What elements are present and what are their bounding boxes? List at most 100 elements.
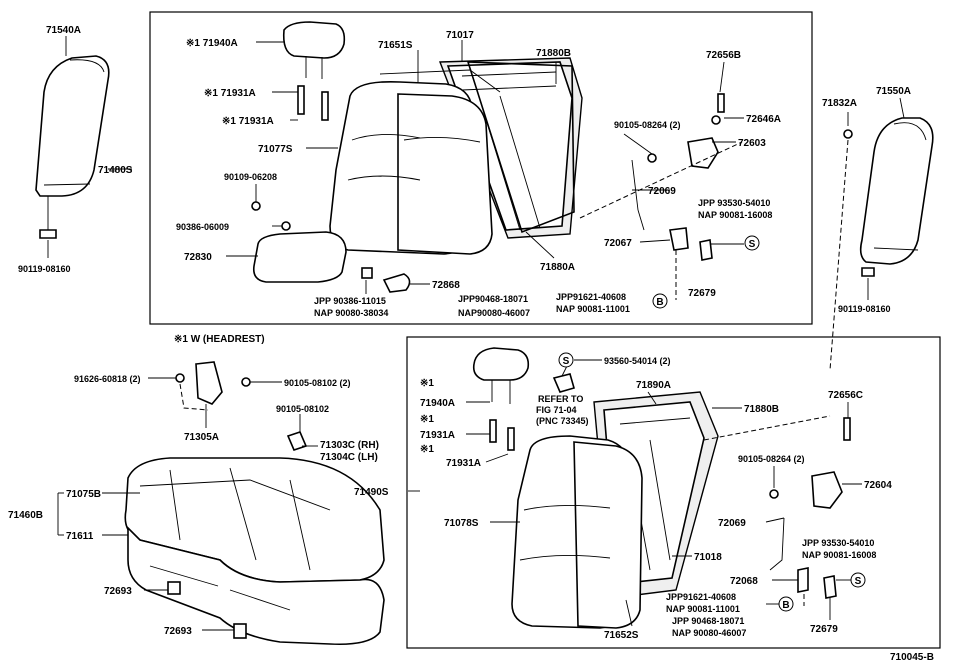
label-90386-06009: 90386-06009 — [176, 222, 229, 232]
label-nap-90080-46007-top: NAP90080-46007 — [458, 308, 530, 318]
upper-assembly-frame — [149, 11, 813, 325]
label-71611: 71611 — [66, 531, 94, 542]
leader-lines — [57, 40, 905, 631]
marker-b-lower: B — [778, 596, 794, 612]
label-headrest-note: ※1 W (HEADREST) — [174, 334, 265, 345]
refer-line-2: FIG 71-04 — [536, 405, 577, 415]
label-72693-a: 72693 — [104, 586, 132, 597]
label-71303C: 71303C (RH) — [320, 440, 379, 451]
label-71017: 71017 — [446, 30, 474, 41]
lock-assembly-72603 — [631, 93, 725, 261]
headrest-upper — [282, 21, 346, 79]
label-71652S: 71652S — [604, 630, 639, 641]
label-nap-90081-16008-top: NAP 90081-16008 — [698, 210, 772, 220]
label-93560: 93560-54014 (2) — [604, 356, 671, 366]
part-labels: 71540A 71480S 90119-08160 ※1 71940A ※1 7… — [8, 25, 934, 663]
label-72646A: 72646A — [746, 114, 781, 125]
label-jpp-90468-top: JPP90468-18071 — [458, 294, 528, 304]
label-71480S: 71480S — [98, 165, 133, 176]
label-x1-c: ※1 — [420, 444, 434, 455]
label-71490S: 71490S — [354, 487, 389, 498]
label-nap-90081-11001-bot: NAP 90081-11001 — [666, 604, 740, 614]
label-x1-a: ※1 — [420, 378, 434, 389]
label-72679-top: 72679 — [688, 288, 716, 299]
label-71304C: 71304C (LH) — [320, 452, 378, 463]
label-72656C: 72656C — [828, 390, 863, 401]
label-71931A-1: ※1 71931A — [204, 88, 256, 99]
label-71880B-bot: 71880B — [744, 404, 779, 415]
label-71540A: 71540A — [46, 25, 81, 36]
label-72830: 72830 — [184, 252, 212, 263]
label-nap-90081-11001-top: NAP 90081-11001 — [556, 304, 630, 314]
marker-s-clip: S — [558, 352, 574, 368]
svg-text:S: S — [855, 576, 862, 587]
label-71880A: 71880A — [540, 262, 575, 273]
label-71940A-top: ※1 71940A — [186, 38, 238, 49]
svg-text:B: B — [782, 600, 789, 611]
guide-upper — [297, 85, 329, 121]
label-90109-06208: 90109-06208 — [224, 172, 277, 182]
svg-text:S: S — [563, 356, 570, 367]
label-71880B-top: 71880B — [536, 48, 571, 59]
label-nap-90080-38034: NAP 90080-38034 — [314, 308, 388, 318]
label-71305A: 71305A — [184, 432, 219, 443]
label-72656B: 72656B — [706, 50, 741, 61]
label-71460B: 71460B — [8, 510, 43, 521]
seatback-lower — [511, 391, 719, 629]
label-x1-b: ※1 — [420, 414, 434, 425]
label-72069-top: 72069 — [648, 186, 676, 197]
label-71018: 71018 — [694, 552, 722, 563]
seatback-upper — [329, 57, 583, 255]
label-71078S: 71078S — [444, 518, 479, 529]
marker-b-upper: B — [652, 293, 668, 309]
label-71890A: 71890A — [636, 380, 671, 391]
label-72693-b: 72693 — [164, 626, 192, 637]
label-90105-08102-2: 90105-08102 (2) — [284, 378, 351, 388]
label-nap-90081-16008-bot: NAP 90081-16008 — [802, 550, 876, 560]
label-jpp-90468-bot: JPP 90468-18071 — [672, 616, 744, 626]
cushion-72830 — [252, 231, 347, 283]
label-jpp-90386: JPP 90386-11015 — [314, 296, 386, 306]
label-91626-60818: 91626-60818 (2) — [74, 374, 141, 384]
label-72603: 72603 — [738, 138, 766, 149]
label-jpp-91621-top: JPP91621-40608 — [556, 292, 626, 302]
label-72604: 72604 — [864, 480, 892, 491]
marker-s-lower: S — [850, 572, 866, 588]
refer-line-1: REFER TO — [538, 394, 583, 404]
marker-s-upper: S — [744, 235, 760, 251]
svg-text:S: S — [749, 239, 756, 250]
label-90105-08264-top: 90105-08264 (2) — [614, 120, 681, 130]
label-72868: 72868 — [432, 280, 460, 291]
label-71651S: 71651S — [378, 40, 413, 51]
refer-line-3: (PNC 73345) — [536, 416, 589, 426]
label-jpp-91621-bot: JPP91621-40608 — [666, 592, 736, 602]
label-71550A: 71550A — [876, 86, 911, 97]
label-90119-08160-right: 90119-08160 — [838, 304, 891, 314]
lower-assembly-frame — [406, 336, 941, 649]
label-90105-08102: 90105-08102 — [276, 404, 329, 414]
label-72679-bot: 72679 — [810, 624, 838, 635]
side-bolster-right — [859, 117, 934, 277]
hinge-71305A — [175, 361, 308, 451]
label-71940A-bot: 71940A — [420, 398, 455, 409]
label-71077S: 71077S — [258, 144, 293, 155]
bench-seat-cushion — [124, 457, 385, 646]
headrest-lower — [472, 347, 530, 451]
label-90105-08264-bot: 90105-08264 (2) — [738, 454, 805, 464]
label-71931A-3: 71931A — [420, 430, 455, 441]
label-71832A: 71832A — [822, 98, 857, 109]
small-parts-upper — [251, 201, 411, 293]
label-72068: 72068 — [730, 576, 758, 587]
label-90119-08160-left: 90119-08160 — [18, 264, 71, 274]
board-71880A — [466, 61, 575, 234]
label-jpp-93530-bot: JPP 93530-54010 — [802, 538, 874, 548]
label-72069-bot: 72069 — [718, 518, 746, 529]
label-72067: 72067 — [604, 238, 632, 249]
side-bolster-left — [35, 55, 110, 239]
svg-text:B: B — [656, 297, 663, 308]
clip-93560 — [552, 373, 575, 393]
label-nap-90080-46007-bot: NAP 90080-46007 — [672, 628, 746, 638]
label-71931A-2: ※1 71931A — [222, 116, 274, 127]
lock-assembly-72604 — [769, 417, 851, 599]
